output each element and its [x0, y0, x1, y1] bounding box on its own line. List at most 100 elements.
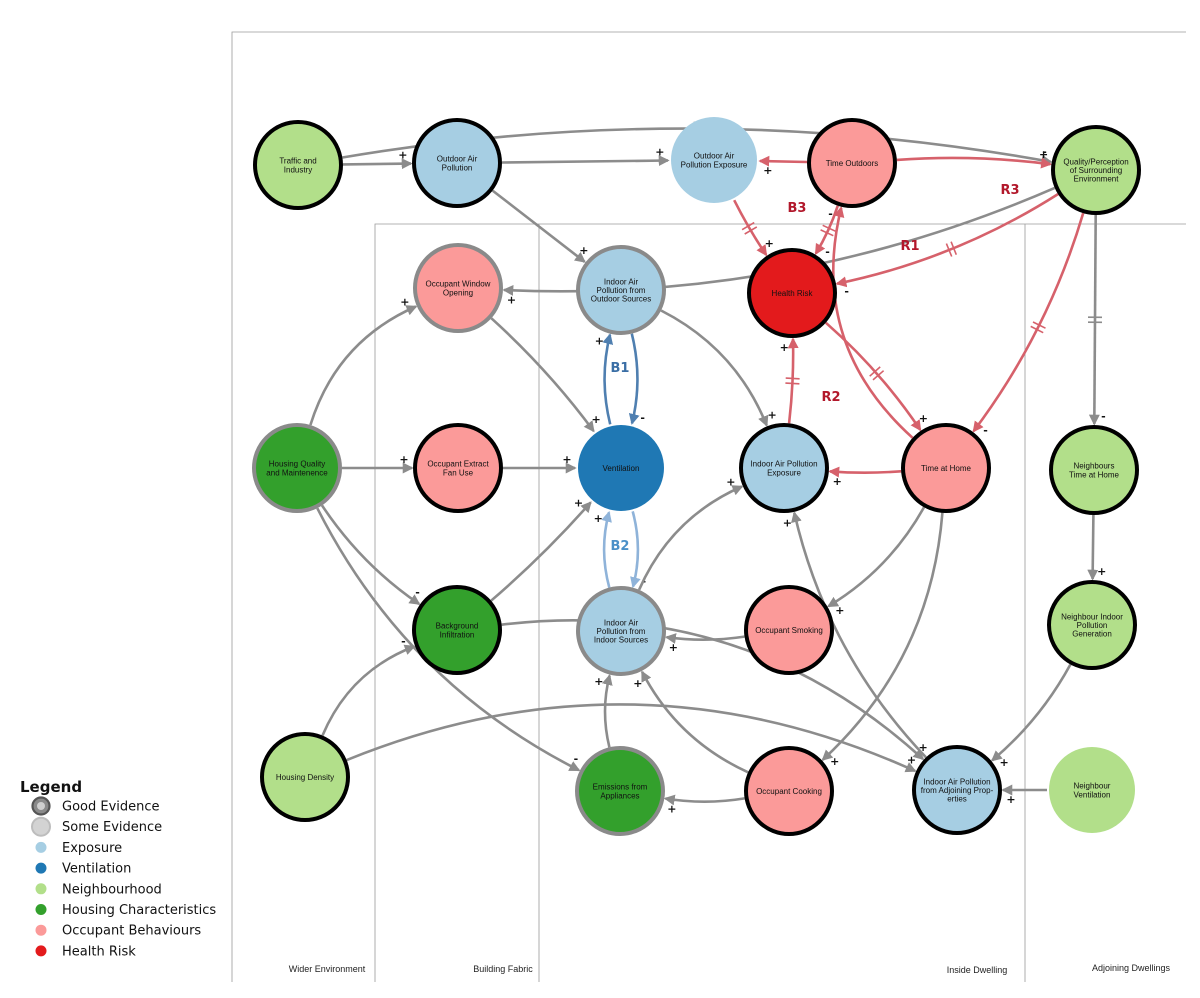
edge-path — [490, 317, 595, 433]
node-circle — [912, 745, 1002, 835]
node-label: of Surrounding — [1070, 166, 1122, 175]
edge-path — [972, 212, 1085, 433]
legend-swatch-inner — [37, 802, 45, 810]
edge-path — [640, 670, 749, 774]
delay-mark — [744, 226, 758, 235]
edge-path — [320, 504, 421, 606]
delay-mark — [1032, 321, 1046, 329]
edge-polarity: + — [1006, 793, 1015, 806]
edge-path — [733, 199, 768, 257]
edge: + — [346, 703, 917, 773]
legend-swatch — [35, 945, 47, 957]
node-label: Health Risk — [772, 289, 814, 298]
node-ventilation[interactable]: Ventilation — [578, 425, 664, 511]
delay-mark — [1030, 325, 1044, 334]
edge-path — [637, 485, 744, 591]
node-label: Emissions from — [593, 783, 648, 792]
edge-path — [660, 309, 769, 427]
legend-item: Neighbourhood — [35, 882, 162, 897]
edge-path — [821, 512, 944, 761]
legend-swatch — [35, 904, 47, 915]
node-circle — [575, 746, 665, 836]
node-circle — [1049, 425, 1139, 515]
node-time-out[interactable]: Time Outdoors — [807, 118, 897, 208]
legend-swatch — [31, 816, 51, 837]
edge-polarity: + — [594, 512, 603, 525]
edge: + — [780, 337, 800, 424]
node-label: Traffic and — [279, 157, 316, 166]
edge-polarity: + — [726, 475, 735, 488]
edge-path — [342, 158, 413, 170]
legend-swatch — [35, 883, 47, 895]
edge-path — [824, 321, 922, 432]
node-circle — [576, 586, 666, 676]
node-density[interactable]: Housing Density — [260, 732, 350, 822]
loop-label-b2: B2 — [611, 539, 630, 554]
node-circle — [576, 245, 666, 335]
edge-path — [663, 794, 745, 806]
node-circle — [671, 117, 757, 203]
edge: + — [663, 794, 745, 816]
edge: + — [490, 497, 592, 602]
edge: + — [490, 317, 601, 433]
node-health[interactable]: Health Risk — [747, 248, 837, 338]
node-cooking[interactable]: Occupant Cooking — [744, 746, 834, 836]
node-label: Occupant Extract — [427, 460, 489, 469]
node-smoking[interactable]: Occupant Smoking — [744, 585, 834, 675]
node-circle — [253, 120, 343, 210]
edge-polarity: + — [595, 334, 604, 347]
edge-polarity: + — [999, 756, 1008, 769]
node-circle — [1047, 580, 1137, 670]
edge-polarity: + — [574, 497, 583, 510]
legend-swatch — [35, 862, 47, 874]
node-label: Indoor Air — [604, 277, 639, 286]
edge: + — [990, 663, 1072, 769]
edge: + — [1001, 784, 1048, 806]
node-time-home[interactable]: Time at Home — [901, 423, 991, 513]
node-label: Time at Home — [921, 464, 971, 473]
edge-path — [831, 206, 914, 439]
edge-polarity: + — [669, 641, 678, 654]
node-circle — [744, 585, 834, 675]
edge-path — [791, 511, 927, 759]
edge-polarity: + — [594, 675, 603, 688]
edge-polarity: + — [780, 341, 789, 354]
edge-path — [346, 703, 917, 773]
node-label: Occupant Smoking — [755, 626, 823, 635]
edge-path — [601, 674, 613, 748]
node-label: erties — [947, 795, 967, 804]
edge: - — [628, 333, 645, 425]
edge-polarity: + — [507, 293, 516, 306]
edge: + — [783, 511, 927, 759]
loop-label-r3: R3 — [1000, 183, 1019, 198]
edge: + — [503, 453, 577, 474]
node-label: Generation — [1072, 630, 1112, 639]
legend-label: Neighbourhood — [62, 882, 162, 897]
edge-path — [758, 155, 808, 167]
legend-label: Housing Characteristics — [62, 903, 216, 918]
edge: + — [637, 475, 744, 591]
node-label: Indoor Air — [604, 618, 639, 627]
edge-path — [490, 501, 592, 602]
node-label: Opening — [443, 288, 473, 297]
node-label: Infiltration — [440, 630, 475, 639]
delay-mark — [950, 241, 958, 255]
edge-polarity: - — [828, 207, 833, 220]
